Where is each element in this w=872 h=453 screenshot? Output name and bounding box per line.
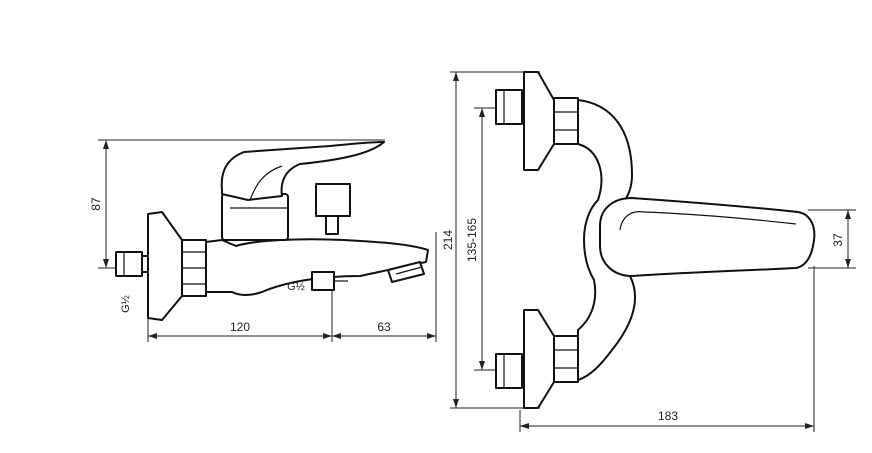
dim-87-label: 87 xyxy=(89,197,103,211)
bottom-flange xyxy=(495,309,579,409)
dim-214-label: 214 xyxy=(441,230,455,250)
dim-120-label: 120 xyxy=(230,320,250,334)
aerator xyxy=(387,261,425,283)
dim-183: 183 xyxy=(519,266,815,432)
dim-120-63: 120 63 xyxy=(147,232,437,342)
dim-63-label: 63 xyxy=(377,320,391,334)
shower-outlet: G½ xyxy=(287,271,348,293)
dim-37-label: 37 xyxy=(831,233,845,247)
side-view: 87 120 63 G½ xyxy=(89,139,437,342)
wall-flange xyxy=(147,211,183,321)
front-view: 214 135-165 37 183 xyxy=(441,71,856,432)
cartridge-housing xyxy=(221,193,289,241)
diverter-knob xyxy=(315,183,351,235)
dim-135-165: 135-165 xyxy=(465,107,498,371)
hex-nut xyxy=(181,239,207,297)
dim-183-label: 183 xyxy=(658,409,678,423)
top-flange xyxy=(495,71,579,171)
thread-inlet-label: G½ xyxy=(120,295,132,313)
dim-135-165-label: 135-165 xyxy=(465,218,479,262)
front-body xyxy=(577,99,637,381)
lever-handle xyxy=(220,141,385,201)
dim-37: 37 xyxy=(808,209,856,269)
inlet-connector: G½ xyxy=(115,251,149,313)
front-lever xyxy=(599,197,816,277)
thread-outlet-label: G½ xyxy=(287,281,305,293)
dim-87: 87 xyxy=(89,139,385,269)
